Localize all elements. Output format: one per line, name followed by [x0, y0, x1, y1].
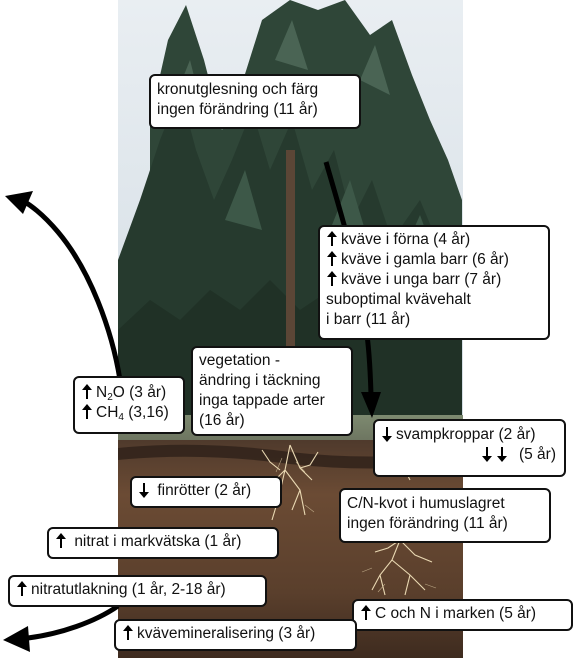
arrow-down-icon — [496, 446, 508, 462]
arrow-up-icon — [326, 251, 338, 267]
arrow-down-icon — [138, 482, 150, 498]
fine-roots-label: finrötter (2 år) — [130, 476, 282, 508]
n2o-subscript: 2 — [107, 392, 113, 403]
arrow-up-icon — [16, 581, 28, 597]
n2o-prefix: N — [96, 384, 108, 401]
cn-line-2: ingen förändring (11 år) — [347, 515, 508, 532]
nitrate-soil-label: nitrat i markvätska (1 år) — [47, 527, 279, 559]
fungi-line-1: svampkroppar (2 år) — [396, 426, 536, 443]
needle-line-5: i barr (11 år) — [326, 311, 411, 328]
ch4-subscript: 4 — [118, 412, 124, 423]
leaching-text: nitratutlakning (1 år, 2-18 år) — [31, 581, 226, 598]
leaching-arrow — [3, 603, 120, 652]
arrow-down-icon — [481, 446, 493, 462]
fine-roots-text: finrötter (2 år) — [157, 482, 252, 499]
vegetation-line-1: vegetation - — [199, 352, 280, 369]
vegetation-line-4: (16 år) — [199, 412, 245, 429]
leaching-label: nitratutlakning (1 år, 2-18 år) — [8, 575, 267, 607]
arrow-up-icon — [360, 605, 372, 621]
vegetation-line-3: inga tappade arter — [199, 392, 325, 409]
mineralization-text: kvävemineralisering (3 år) — [137, 625, 316, 642]
gas-emission-arrow — [5, 191, 123, 381]
cn-line-1: C/N-kvot i humuslagret — [347, 495, 505, 512]
fine-roots — [261, 444, 433, 596]
needle-line-1: kväve i förna (4 år) — [341, 231, 471, 248]
needle-nitrogen-label: kväve i förna (4 år) kväve i gamla barr … — [318, 225, 550, 340]
arrow-up-icon — [326, 231, 338, 247]
arrow-up-icon — [81, 384, 93, 400]
needle-line-4: suboptimal kvävehalt — [326, 291, 471, 308]
arrow-up-icon — [326, 271, 338, 287]
crown-label: kronutglesning och färg ingen förändring… — [149, 74, 361, 129]
carbon-nitrogen-text: C och N i marken (5 år) — [375, 605, 537, 622]
needle-line-2: kväve i gamla barr (6 år) — [341, 251, 509, 268]
nitrate-soil-text: nitrat i markvätska (1 år) — [74, 533, 242, 550]
ch4-suffix: (3,16) — [123, 404, 169, 421]
vegetation-label: vegetation - ändring i täckning inga tap… — [191, 346, 353, 436]
crown-line-2: ingen förändring (11 år) — [157, 101, 318, 118]
crown-line-1: kronutglesning och färg — [157, 81, 319, 98]
needle-line-3: kväve i unga barr (7 år) — [341, 271, 502, 288]
arrow-down-icon — [381, 426, 393, 442]
arrow-up-icon — [55, 533, 67, 549]
arrow-up-icon — [81, 404, 93, 420]
arrow-up-icon — [122, 625, 134, 641]
mineralization-label: kvävemineralisering (3 år) — [114, 619, 357, 651]
n2o-suffix: O (3 år) — [112, 384, 167, 401]
carbon-nitrogen-label: C och N i marken (5 år) — [352, 599, 573, 631]
cn-ratio-label: C/N-kvot i humuslagret ingen förändring … — [339, 488, 551, 543]
vegetation-line-2: ändring i täckning — [199, 372, 321, 389]
fungi-line-2: (5 år) — [518, 446, 556, 463]
gas-flux-label: N2O (3 år) CH4 (3,16) — [73, 376, 185, 434]
ch4-prefix: CH — [96, 404, 119, 421]
fungi-label: svampkroppar (2 år) (5 år) — [373, 419, 566, 477]
